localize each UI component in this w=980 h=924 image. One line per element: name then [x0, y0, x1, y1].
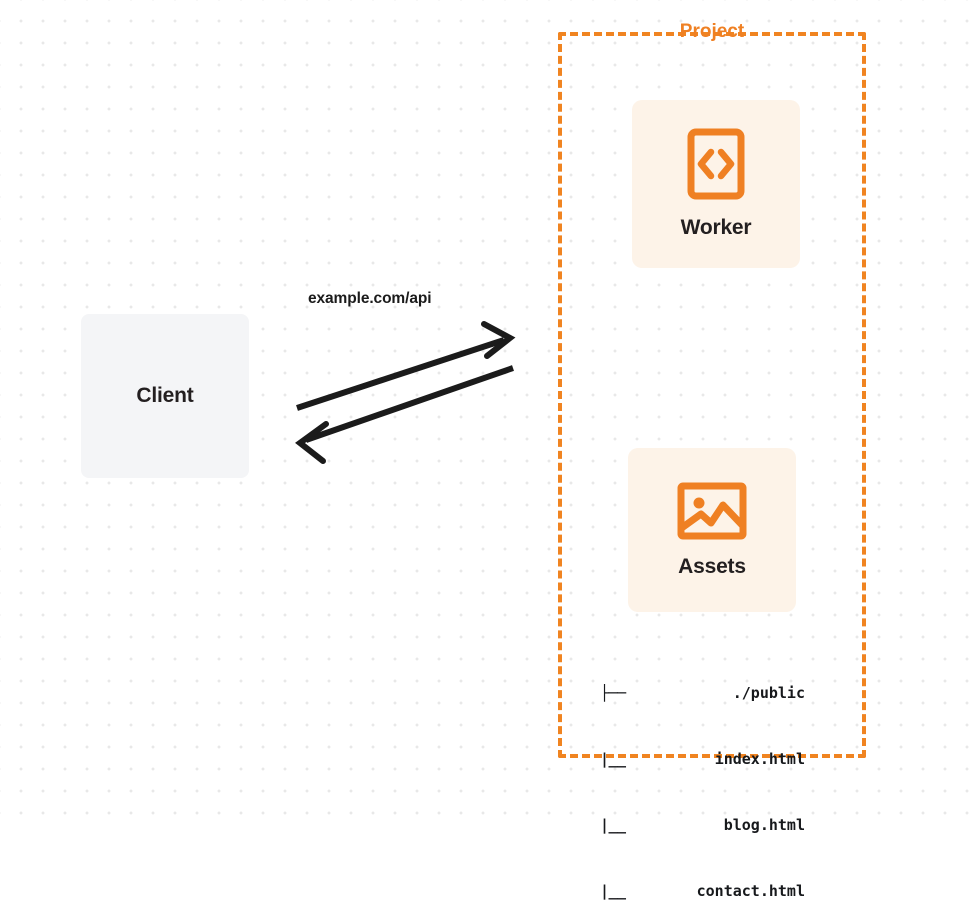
- tree-file-name: contact.html: [696, 882, 805, 900]
- assets-node[interactable]: Assets: [628, 448, 796, 612]
- project-container: [558, 32, 866, 758]
- connection-arrows: [295, 321, 516, 464]
- tree-branch-glyph: |__: [600, 750, 626, 768]
- response-arrow: [295, 365, 514, 464]
- project-container-label: Project: [679, 21, 745, 42]
- tree-branch-glyph: |__: [600, 882, 626, 900]
- worker-node[interactable]: Worker: [632, 100, 800, 268]
- file-tree-row: |__ blog.html: [600, 792, 805, 834]
- connection-label: example.com/api: [308, 290, 432, 307]
- file-tree-row: |__ index.html: [600, 726, 805, 768]
- file-tree-row: ├── ./public: [600, 660, 805, 702]
- image-icon: [677, 481, 747, 541]
- tree-file-name: blog.html: [723, 816, 805, 834]
- client-node[interactable]: Client: [81, 314, 249, 478]
- file-tree-row: |__ contact.html: [600, 858, 805, 900]
- tree-file-name: ./public: [732, 684, 805, 702]
- tree-branch-glyph: |__: [600, 816, 626, 834]
- worker-node-label: Worker: [680, 216, 752, 239]
- request-arrow: [296, 321, 516, 411]
- tree-file-name: index.html: [714, 750, 805, 768]
- diagram-canvas: Client example.com/api Project Worker: [0, 0, 980, 900]
- tree-branch-glyph: ├──: [600, 684, 626, 702]
- client-node-label: Client: [136, 384, 194, 407]
- code-brackets-icon: [687, 128, 745, 200]
- asset-file-tree: ├── ./public |__ index.html |__ blog.html |…: [600, 616, 805, 924]
- assets-node-label: Assets: [678, 555, 746, 578]
